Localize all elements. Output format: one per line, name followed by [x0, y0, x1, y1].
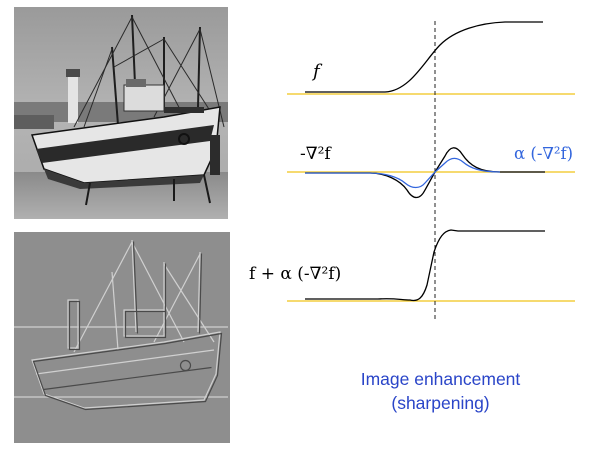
curve-scaled-laplacian: [305, 157, 501, 189]
label-scaled-laplacian: α (-∇²f): [514, 144, 573, 163]
caption-image-enhancement: Image enhancement (sharpening): [318, 367, 563, 415]
curve-f: [305, 21, 543, 93]
caption-line-1: Image enhancement: [360, 369, 521, 389]
label-neg-laplacian: -∇²f: [300, 144, 332, 164]
label-f: f: [311, 61, 323, 82]
caption-line-2: (sharpening): [391, 393, 490, 413]
boat-photo-original: [14, 7, 228, 219]
boat-photo-laplacian: [14, 232, 230, 443]
label-enhanced: f + α (-∇²f): [249, 264, 341, 284]
curve-enhanced: [305, 229, 545, 302]
